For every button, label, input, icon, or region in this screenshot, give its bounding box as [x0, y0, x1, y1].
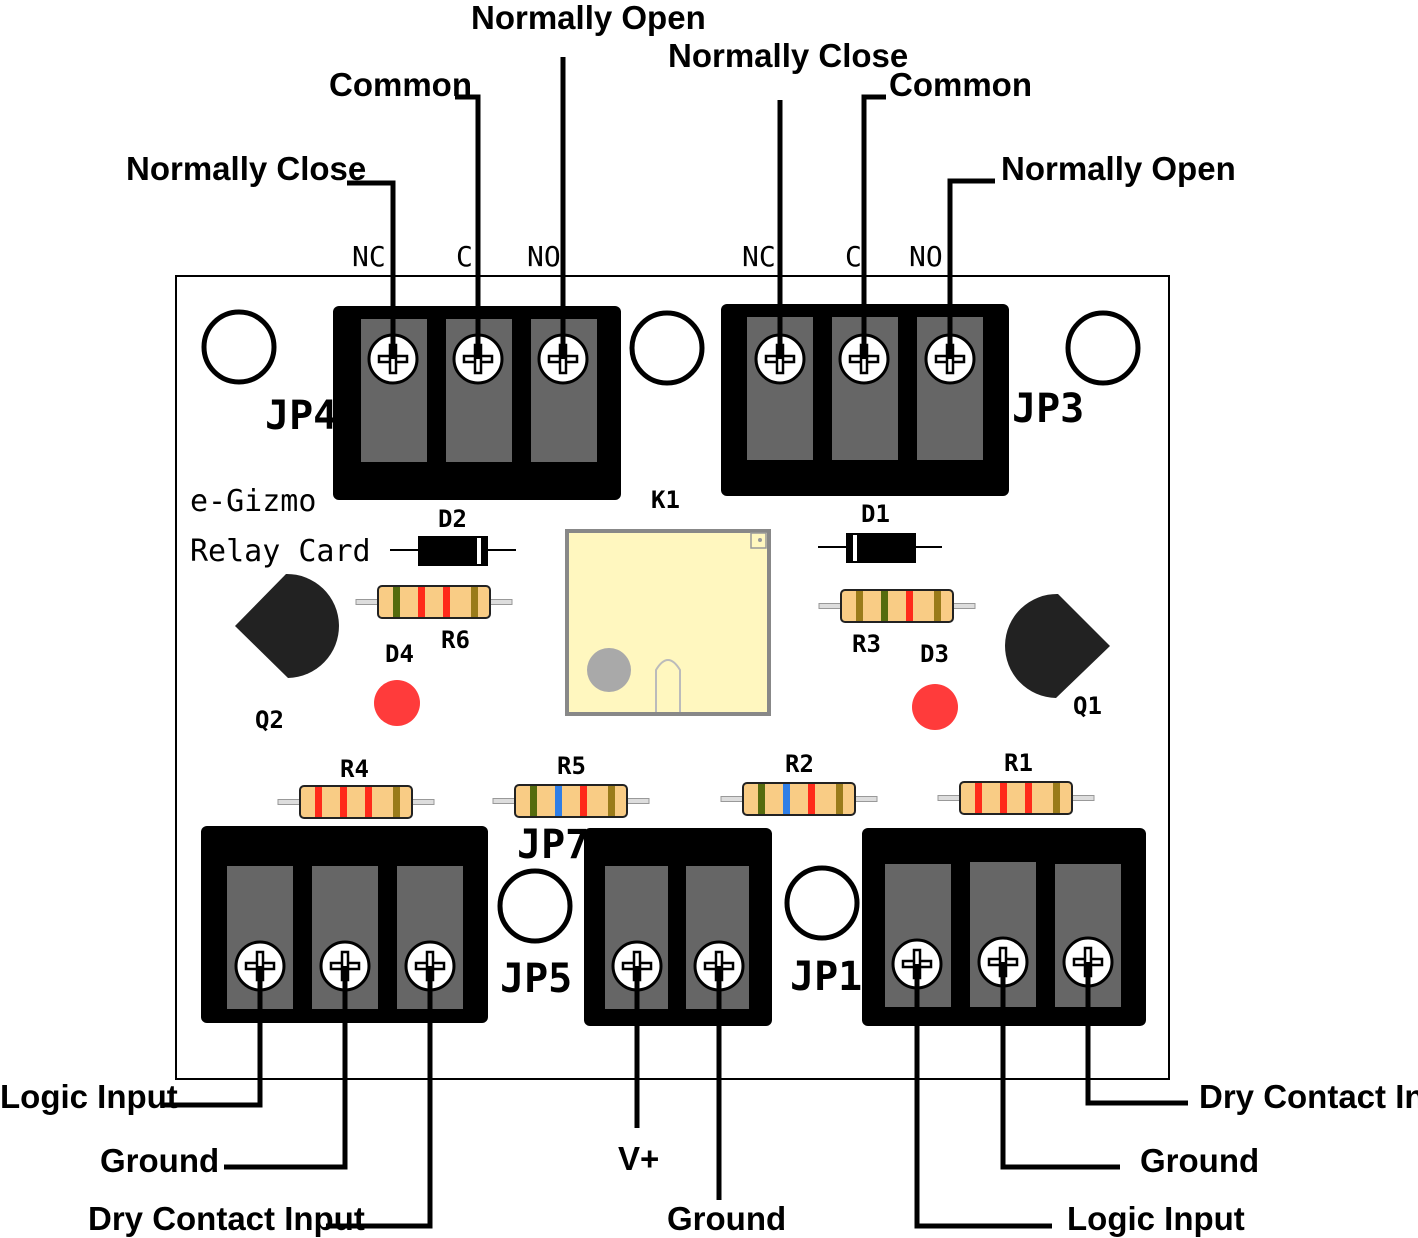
resistor-band: [443, 587, 450, 617]
callout-jp5-ground: Ground: [100, 1142, 219, 1179]
label-r2: R2: [785, 750, 814, 778]
label-r1: R1: [1004, 749, 1033, 777]
callout-jp3-common: Common: [889, 66, 1032, 103]
resistor-band: [856, 591, 863, 621]
connector-label-jp7: JP7: [517, 822, 589, 868]
resistor-band: [808, 784, 815, 814]
led-d3: [912, 684, 958, 730]
resistor-r5: [492, 784, 650, 818]
label-r4: R4: [340, 755, 369, 783]
callout-jp3-normally-open: Normally Open: [1001, 150, 1236, 187]
resistor-band: [881, 591, 888, 621]
resistor-band: [418, 587, 425, 617]
connector-label-jp1: JP1: [790, 954, 862, 1000]
callout-jp1-ground: Ground: [1140, 1142, 1259, 1179]
callout-leaders: [162, 57, 1188, 1229]
label-r3: R3: [852, 630, 881, 658]
transistor-q2: [235, 573, 339, 678]
callout-jp4-normally-close: Normally Close: [126, 150, 366, 187]
pin-label-jp3-no: NO: [909, 240, 943, 273]
callout-jp3-normally-close: Normally Close: [668, 37, 908, 74]
pin-label-jp4-no: NO: [527, 240, 561, 273]
brand-label: e-Gizmo: [190, 484, 316, 519]
mounting-hole: [201, 309, 277, 385]
callout-jp5-dry-contact-input: Dry Contact Input: [88, 1200, 365, 1237]
mounting-hole: [497, 868, 573, 944]
callout-jp5-logic-input: Logic Input: [0, 1078, 178, 1115]
label-q2: Q2: [255, 706, 284, 734]
callout-jp4-normally-open: Normally Open: [471, 0, 706, 36]
label-d4: D4: [385, 640, 414, 668]
connector-label-jp5: JP5: [500, 956, 572, 1002]
transistor-q1: [1005, 593, 1110, 698]
callout-jp7-vplus: V+: [618, 1140, 659, 1177]
resistor-band: [530, 786, 537, 816]
resistor-band: [975, 783, 982, 813]
resistor-band: [758, 784, 765, 814]
terminal-block-jp7: [584, 828, 772, 1026]
resistor-band: [1000, 783, 1007, 813]
label-r5: R5: [557, 752, 586, 780]
relay-label-k1: K1: [651, 486, 680, 514]
resistor-band: [1053, 783, 1060, 813]
label-q1: Q1: [1073, 692, 1102, 720]
pin-label-jp3-nc: NC: [742, 240, 776, 273]
resistor-band: [934, 591, 941, 621]
resistor-band: [315, 787, 322, 817]
resistor-band: [340, 787, 347, 817]
resistor-r6: [355, 585, 513, 619]
resistor-group: [277, 585, 1095, 819]
resistor-band: [906, 591, 913, 621]
callout-jp1-logic-input: Logic Input: [1067, 1200, 1245, 1237]
led-d4: [374, 680, 420, 726]
terminal-block-jp5: [201, 826, 488, 1023]
resistor-band: [1025, 783, 1032, 813]
label-d1: D1: [861, 500, 890, 528]
pin-label-jp4-nc: NC: [352, 240, 386, 273]
label-d3: D3: [920, 640, 949, 668]
resistor-band: [580, 786, 587, 816]
resistor-band: [393, 787, 400, 817]
connector-label-jp3: JP3: [1012, 386, 1084, 432]
board-name-label: Relay Card: [190, 534, 371, 569]
resistor-r3: [818, 589, 976, 623]
callout-jp7-ground: Ground: [667, 1200, 786, 1237]
pin-label-jp3-c: C: [845, 240, 862, 273]
label-r6: R6: [441, 626, 470, 654]
terminal-block-jp3: [721, 304, 1009, 496]
mounting-hole: [784, 865, 860, 941]
resistor-band: [555, 786, 562, 816]
mounting-hole: [629, 310, 705, 386]
resistor-r4: [277, 785, 435, 819]
resistor-r1: [937, 781, 1095, 815]
resistor-band: [393, 587, 400, 617]
pin-label-jp4-c: C: [456, 240, 473, 273]
resistor-band: [783, 784, 790, 814]
resistor-band: [365, 787, 372, 817]
diode-d1: [818, 533, 942, 563]
callout-jp1-dry-contact-input: Dry Contact Input: [1199, 1078, 1418, 1115]
resistor-band: [836, 784, 843, 814]
mounting-hole: [1065, 310, 1141, 386]
resistor-band: [471, 587, 478, 617]
callout-jp4-common: Common: [329, 66, 472, 103]
relay-k1: [565, 529, 771, 716]
diode-d2: [390, 536, 516, 566]
label-d2: D2: [438, 505, 467, 533]
resistor-band: [608, 786, 615, 816]
connector-label-jp4: JP4: [265, 393, 337, 439]
resistor-r2: [720, 782, 878, 816]
